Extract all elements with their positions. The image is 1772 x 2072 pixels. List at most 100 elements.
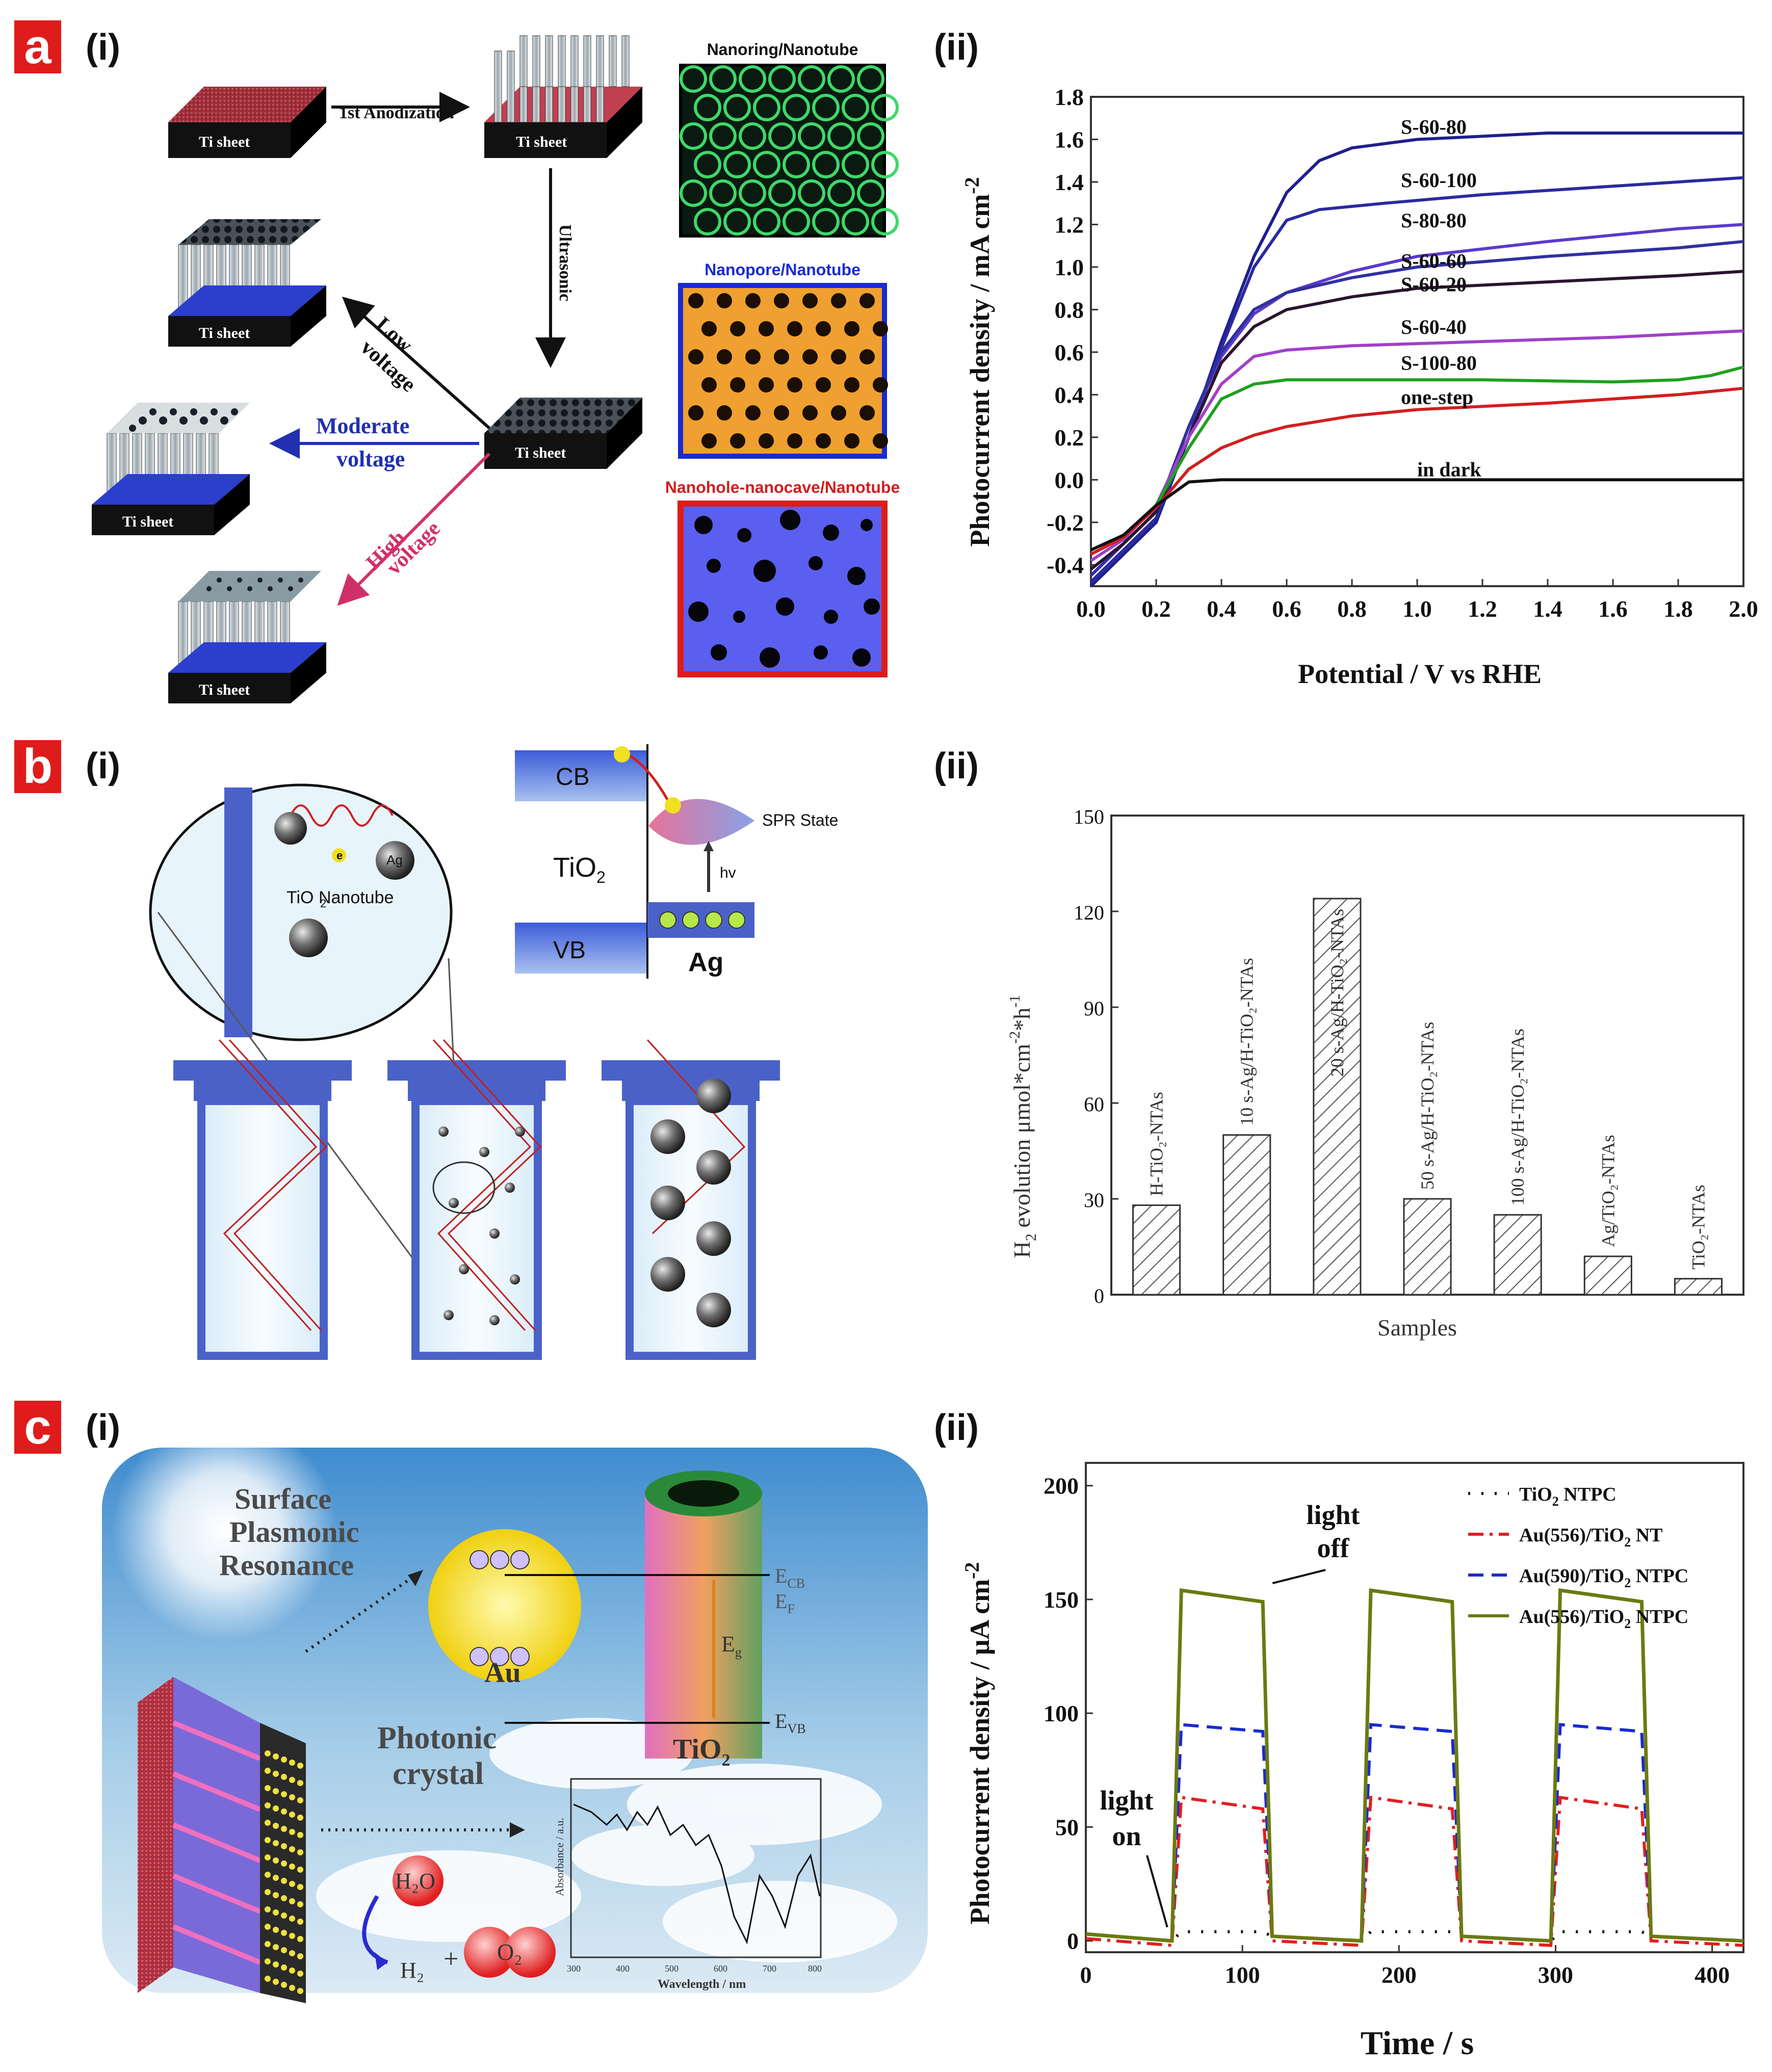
ti-sheet-label: Ti sheet <box>122 513 173 530</box>
inset-tick: 700 <box>763 1963 776 1974</box>
bar-category-label: 100 s-Ag/H-TiO₂-NTAs <box>1507 1029 1528 1205</box>
x-tick-label: 0.8 <box>1337 596 1367 622</box>
nanotube-zoom: e Ag TiO Nanotube 2 <box>149 783 453 1041</box>
nanotube-sub: 2 <box>320 897 326 910</box>
series-line <box>1085 1930 1744 1943</box>
x-tick-label: 1.0 <box>1402 596 1432 622</box>
y-tick-label: 0.0 <box>1055 467 1084 493</box>
series-line <box>1090 270 1744 570</box>
series-line <box>1090 478 1743 552</box>
panel-a-i-label: (i) <box>86 27 120 68</box>
y-tick-label: 120 <box>1074 901 1104 924</box>
nanopore-image <box>678 283 888 459</box>
x-tick-label: 300 <box>1538 1962 1573 1988</box>
moderate-voltage-label-2: voltage <box>336 447 405 471</box>
bar <box>1583 1255 1632 1296</box>
y-axis-label: Photocurrent density / mA cm-2 <box>960 177 995 546</box>
plus-sign: + <box>444 1945 458 1974</box>
eg-label: Eg <box>721 1632 742 1660</box>
nanopore-block: Ti sheet <box>92 403 250 535</box>
y-tick-label: 150 <box>1074 805 1104 828</box>
series-label: S-80-80 <box>1401 209 1467 232</box>
x-axis-label: Time / s <box>1361 2025 1474 2059</box>
spr-title-1: Surface <box>234 1482 331 1515</box>
y-tick-label: 1.6 <box>1055 126 1084 152</box>
photocurrent-time-chart: Photocurrent density / μA cm-2 Time / s … <box>960 1462 1744 2059</box>
x-tick-label: 0.0 <box>1076 596 1106 622</box>
series-line <box>1085 1588 1744 1943</box>
ef-label: EF <box>775 1590 795 1616</box>
y-tick-label: -0.2 <box>1047 510 1084 536</box>
y-tick-label: 90 <box>1084 997 1104 1020</box>
panel-letter-a: a <box>14 20 61 73</box>
anodization-label: 1st Anodization <box>339 103 454 122</box>
ti-sheet-label: Ti sheet <box>515 444 566 461</box>
ultrasonic-label: Ultrasonic <box>556 224 575 301</box>
bar-category-label: 50 s-Ag/H-TiO₂-NTAs <box>1417 1022 1438 1190</box>
x-tick-label: 0.6 <box>1272 596 1301 622</box>
y-tick-label: 1.4 <box>1055 169 1084 195</box>
bar-category-label: 20 s-Ag/H-TiO₂-NTAs <box>1327 909 1347 1077</box>
panel-b-ii-label: (ii) <box>934 746 979 786</box>
y-tick-label: 0.6 <box>1055 339 1084 365</box>
y-tick-label: 0 <box>1094 1284 1104 1307</box>
inset-tick: 500 <box>665 1963 679 1974</box>
evb-label: EVB <box>775 1710 806 1736</box>
ti-sheet-block-anodized: Ti sheet <box>484 35 642 158</box>
panel-b-i-label: (i) <box>86 746 120 786</box>
ti-sheet-label: Ti sheet <box>199 325 250 342</box>
x-tick-label: 0.2 <box>1141 596 1171 622</box>
y-tick-label: 30 <box>1084 1189 1104 1212</box>
nanopore-image-title: Nanopore/Nanotube <box>705 260 861 279</box>
ag-label: Ag <box>688 948 723 977</box>
inset-y-label: Absorbance / a.u. <box>553 1818 566 1896</box>
spr-title-3: Resonance <box>219 1549 354 1582</box>
tube-low-ag <box>173 1039 352 1360</box>
ti-sheet-label: Ti sheet <box>199 681 250 698</box>
y-tick-label: 50 <box>1055 1814 1079 1840</box>
ti-sheet-block-textured: Ti sheet <box>484 398 642 469</box>
series-label: S-60-60 <box>1401 249 1467 272</box>
series-line <box>1085 1795 1744 1947</box>
legend-entry: TiO2 NTPC <box>1519 1484 1617 1509</box>
bar-category-label: Ag/TiO₂-NTAs <box>1598 1135 1618 1247</box>
panel-letter-b: b <box>14 740 61 793</box>
pc-title-2: crystal <box>393 1756 484 1791</box>
series-label: in dark <box>1417 458 1481 481</box>
moderate-voltage-label: Moderate <box>316 413 409 438</box>
au-label: Au <box>484 1657 521 1689</box>
hv-label: hv <box>720 864 736 881</box>
x-tick-label: 1.4 <box>1533 596 1562 622</box>
x-tick-label: 1.2 <box>1468 596 1497 622</box>
nanoring-image-title: Nanoring/Nanotube <box>707 40 858 59</box>
series-line <box>1089 176 1744 583</box>
bar <box>1132 1204 1181 1296</box>
x-axis-label: Samples <box>1377 1315 1457 1341</box>
photonic-crystal-slab <box>138 1677 306 2003</box>
y-tick-label: 1.8 <box>1055 84 1084 110</box>
x-axis-label: Potential / V vs RHE <box>1298 659 1542 689</box>
tio2-tube <box>645 1493 762 1759</box>
nanohole-block: Ti sheet <box>168 571 326 703</box>
light-off-annotation: light <box>1306 1500 1360 1530</box>
series-label: S-100-80 <box>1401 352 1477 375</box>
y-tick-label: 0.4 <box>1055 382 1084 408</box>
h2o-label: H₂O <box>395 1869 435 1894</box>
legend-entry: Au(556)/TiO2 NT <box>1519 1525 1663 1550</box>
y-tick-label: 0 <box>1067 1928 1079 1954</box>
nanoring-image <box>679 64 899 238</box>
cb-label: CB <box>556 764 590 791</box>
inset-tick: 300 <box>567 1963 581 1974</box>
pc-title-1: Photonic <box>377 1721 497 1755</box>
x-tick-label: 0 <box>1080 1962 1092 1988</box>
nanohole-image <box>677 501 888 677</box>
series-label: one-step <box>1401 386 1473 409</box>
tube-moderate-ag <box>387 1039 566 1360</box>
o2-label: O₂ <box>497 1939 522 1965</box>
y-tick-label: 0.2 <box>1055 425 1084 451</box>
anodization-schematic: Ti sheet 1st Anodization Ti sheet Ultras… <box>92 35 900 703</box>
tio2-label: TiO2 <box>553 852 606 886</box>
